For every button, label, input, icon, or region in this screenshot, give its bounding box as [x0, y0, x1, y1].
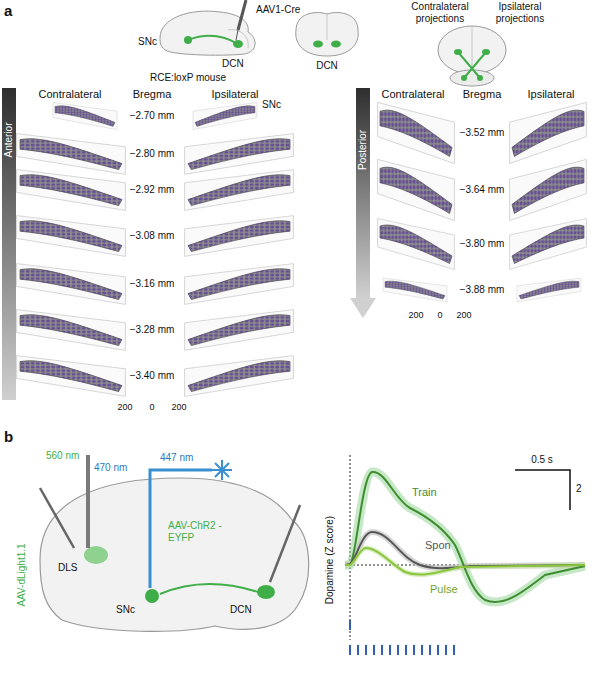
column-heading: Ipsilateral — [211, 88, 258, 101]
column-heading: Contralateral — [382, 88, 445, 101]
axis-title: Dopamine (Z score) — [324, 516, 336, 604]
scale-label: 2 — [576, 483, 582, 495]
trace-label: Pulse — [430, 583, 458, 596]
bregma-value: −2.70 mm — [130, 110, 175, 122]
panel-letter: a — [4, 2, 12, 19]
anterior-bar — [2, 88, 16, 400]
region-label: DCN — [222, 58, 244, 70]
scale-number: 200 — [456, 310, 471, 320]
region-label: SNc — [138, 36, 157, 48]
scale-number: 0 — [149, 402, 154, 412]
column-heading: Bregma — [133, 88, 172, 101]
dopamine-chart — [345, 455, 585, 655]
region-label: DCN — [230, 604, 252, 616]
column-heading: Ipsilateral — [527, 88, 574, 101]
virus-label: AAV-dLight1.1 — [16, 543, 28, 606]
panel-letter: b — [4, 428, 13, 445]
bregma-value: −3.52 mm — [460, 127, 505, 139]
axis-direction: Anterior — [3, 122, 15, 157]
bregma-value: −2.92 mm — [130, 184, 175, 196]
view-heading: Ipsilateral projections — [488, 1, 552, 24]
sagittal-brain — [160, 0, 255, 55]
trace-label: Train — [412, 486, 437, 499]
bregma-value: −3.80 mm — [460, 238, 505, 250]
bregma-value: −3.40 mm — [130, 370, 175, 382]
bregma-value: −3.88 mm — [460, 284, 505, 296]
region-label: SNc — [116, 604, 135, 616]
injection-label: AAV1-Cre — [256, 4, 300, 16]
snc-sections-left — [17, 102, 294, 396]
coronal-brain — [296, 13, 358, 56]
trace-label: Spon — [425, 539, 451, 552]
scale-number: 200 — [408, 310, 423, 320]
sagittal-brain-b — [40, 455, 309, 631]
scale-number: 200 — [171, 402, 186, 412]
region-label: DLS — [58, 562, 77, 574]
scale-label: 0.5 s — [531, 454, 553, 466]
bregma-value: −3.64 mm — [460, 184, 505, 196]
axis-direction: Posterior — [357, 130, 369, 170]
scale-number: 200 — [117, 402, 132, 412]
virus-label: AAV-ChR2 -EYFP — [168, 520, 224, 543]
bregma-value: −3.08 mm — [130, 230, 175, 242]
region-label: DCN — [316, 60, 338, 72]
posterior-bar — [350, 88, 376, 318]
bregma-value: −3.16 mm — [130, 278, 175, 290]
view-heading: Contralateral projections — [403, 1, 477, 24]
column-heading: Contralateral — [39, 88, 102, 101]
bregma-value: −2.80 mm — [130, 148, 175, 160]
snc-sections-right — [378, 102, 587, 302]
top-view-brain — [438, 26, 506, 86]
column-heading: Bregma — [463, 88, 502, 101]
wavelength-label: 470 nm — [94, 462, 127, 474]
wavelength-label: 560 nm — [46, 450, 79, 462]
scale-number: 0 — [437, 310, 442, 320]
region-label: SNc — [262, 99, 281, 111]
bregma-value: −3.28 mm — [130, 324, 175, 336]
mouse-line-label: RCE:loxP mouse — [150, 72, 226, 84]
wavelength-label: 447 nm — [160, 452, 193, 464]
